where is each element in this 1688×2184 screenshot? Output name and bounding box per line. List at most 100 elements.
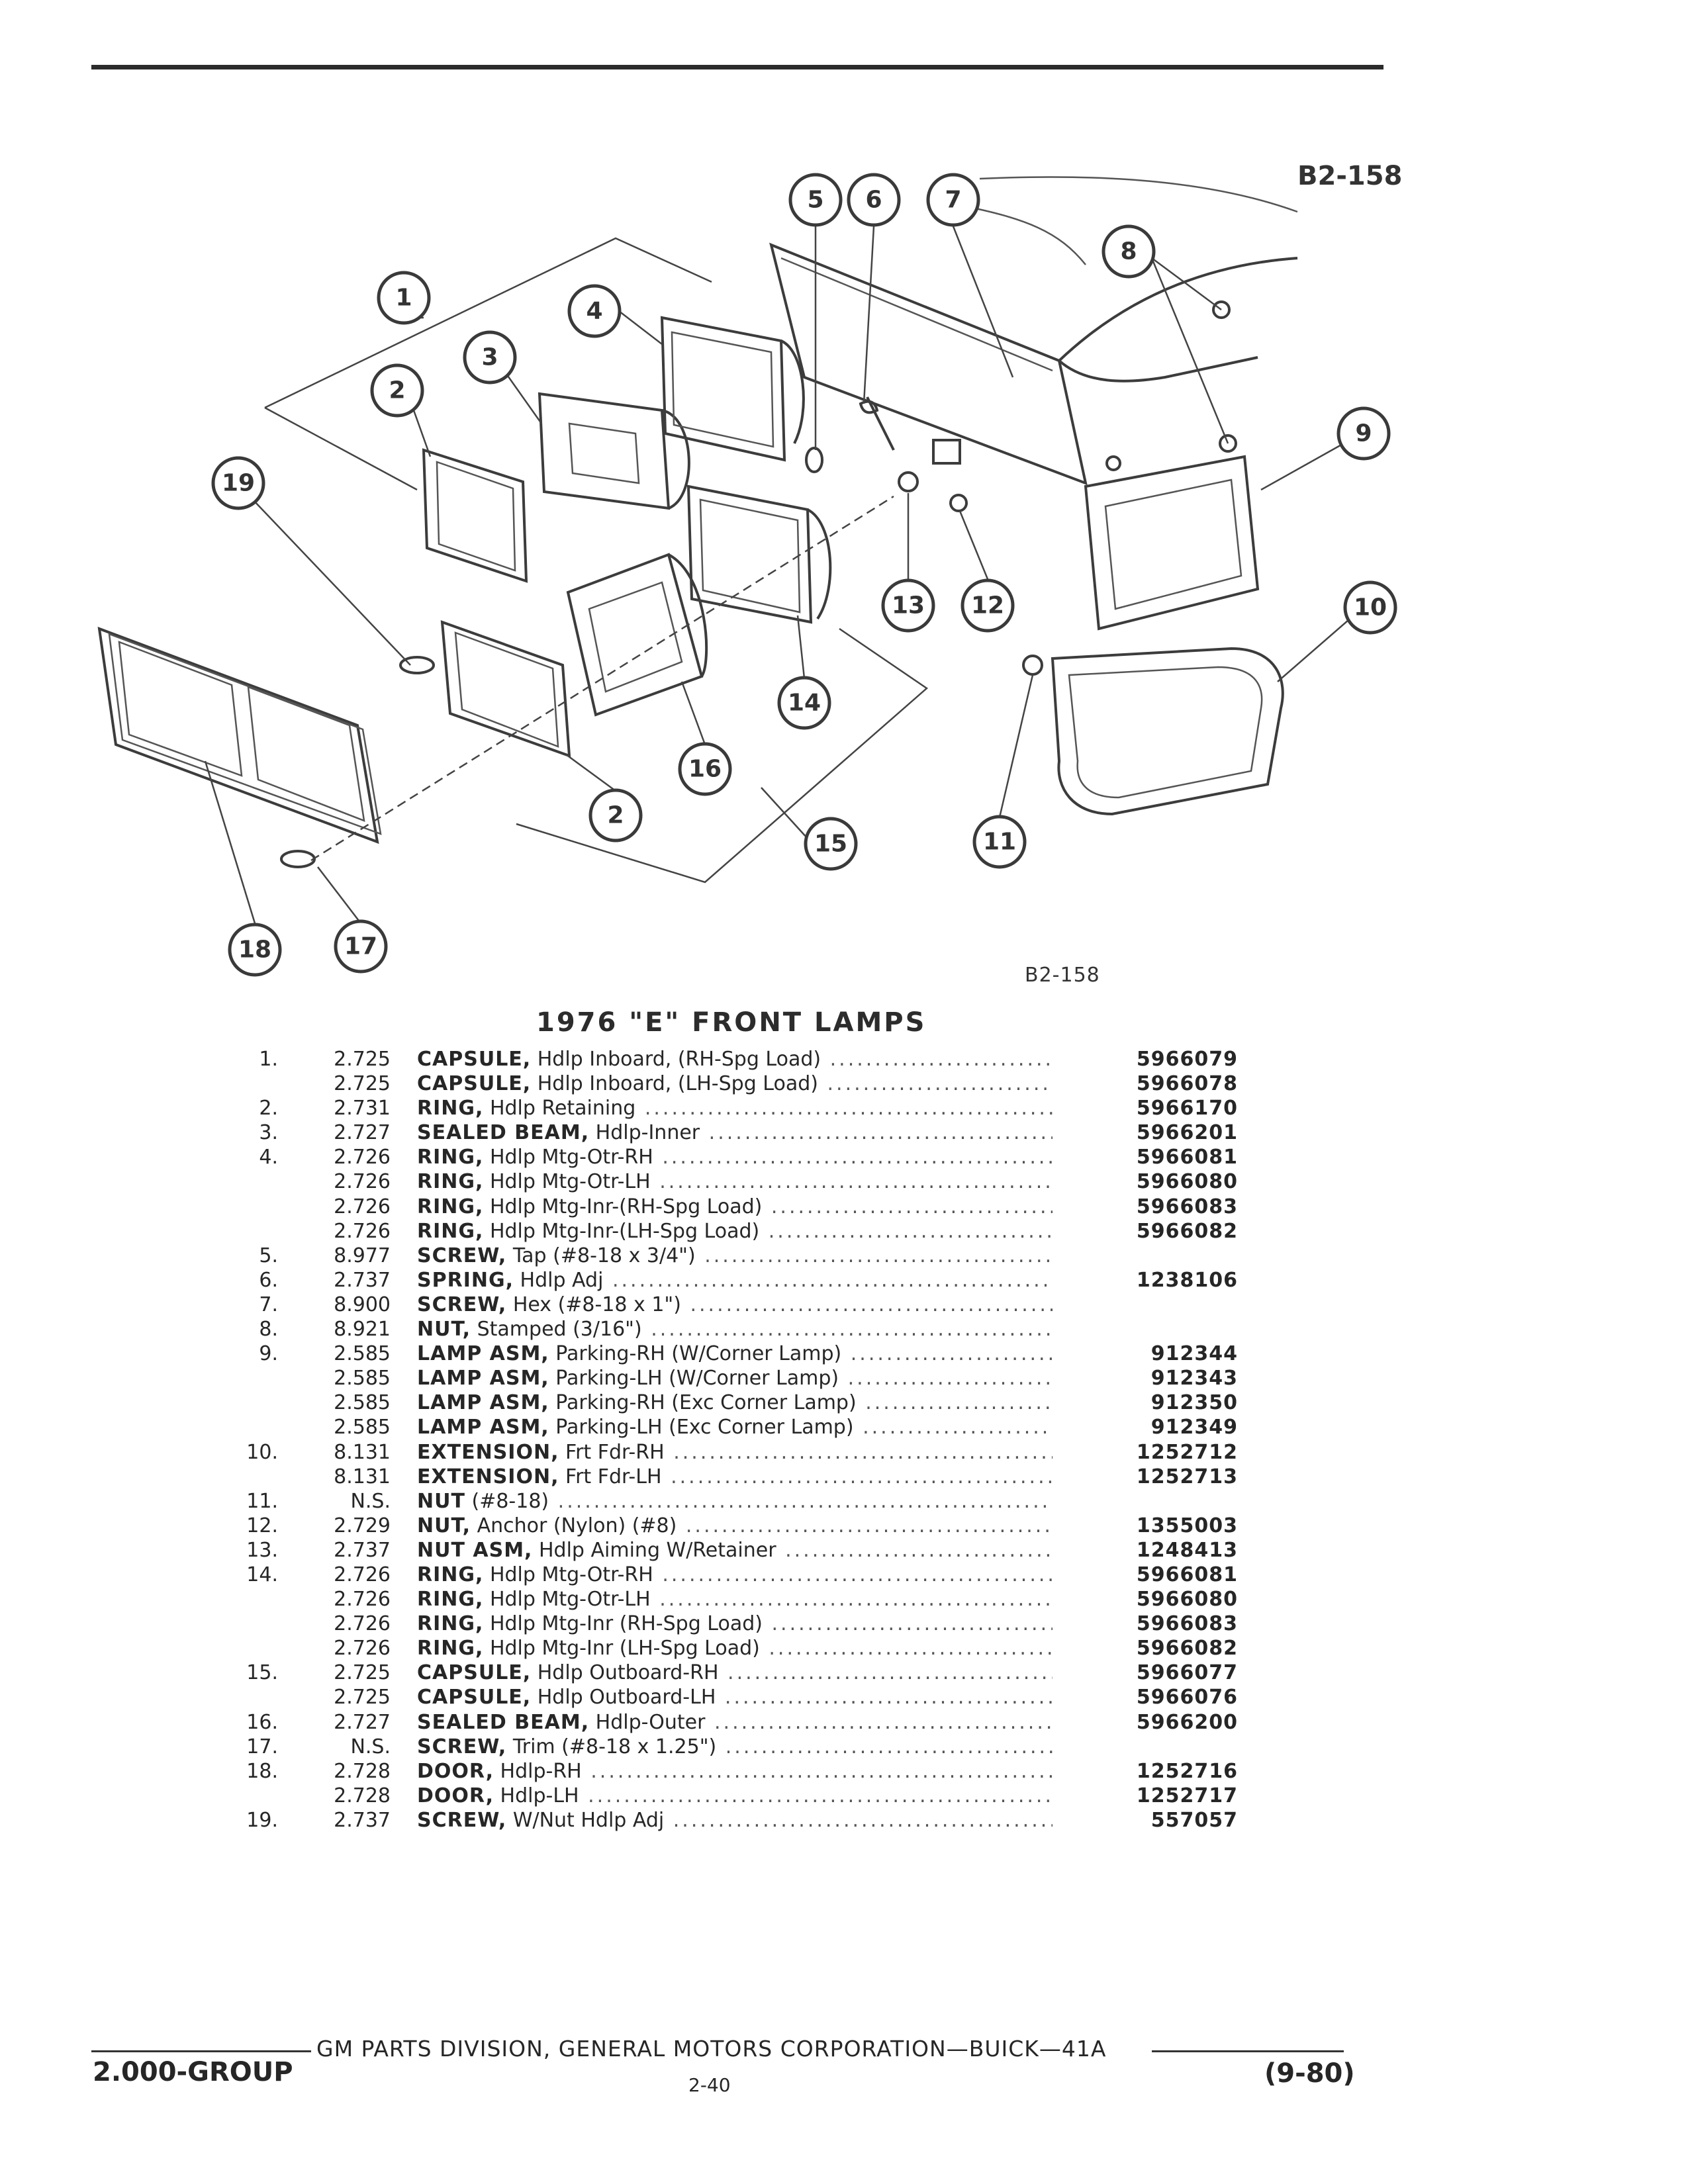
sealed-beam-outer-part: [566, 553, 708, 717]
part-detail: W/Nut Hdlp Adj: [512, 1808, 665, 1832]
part-number: 5966077: [1136, 1661, 1238, 1685]
callout-2-lower-label: 2: [607, 802, 624, 829]
part-name: CAPSULE,: [417, 1661, 532, 1685]
part-name: CAPSULE,: [417, 1048, 532, 1071]
part-number: 5966081: [1136, 1146, 1238, 1169]
part-number: 1252712: [1136, 1440, 1238, 1464]
part-detail: Parking-LH (W/Corner Lamp): [555, 1367, 839, 1390]
part-description: LAMP ASM, Parking-RH (Exc Corner Lamp) .…: [417, 1391, 1053, 1414]
item-number: 3.: [259, 1121, 278, 1145]
part-description: LAMP ASM, Parking-LH (Exc Corner Lamp) .…: [417, 1416, 1053, 1439]
mounting-ring-lower-part: [686, 484, 832, 624]
leader-dots: ........................................…: [659, 1588, 1053, 1612]
group-number: 2.737: [334, 1268, 391, 1292]
part-name: SCREW,: [417, 1293, 507, 1316]
callout-18: 18: [228, 923, 282, 977]
part-number: 5966079: [1136, 1048, 1238, 1071]
group-number: 2.726: [334, 1146, 391, 1169]
group-number: 2.727: [334, 1121, 391, 1145]
part-description: RING, Hdlp Mtg-Inr-(LH-Spg Load) .......…: [417, 1220, 1053, 1243]
callout-12-label: 12: [971, 592, 1004, 619]
callout-16: 16: [678, 742, 732, 796]
callout-2-lower: 2: [588, 788, 643, 842]
leader-dots: ........................................…: [549, 1489, 1053, 1513]
part-description: DOOR, Hdlp-LH ..........................…: [417, 1784, 1053, 1807]
part-detail: Hdlp-Inner: [595, 1121, 700, 1145]
callout-17-label: 17: [344, 933, 377, 960]
leader-dots: ........................................…: [847, 1367, 1053, 1390]
leader-dots: ........................................…: [659, 1170, 1053, 1194]
leader-dots: ........................................…: [714, 1710, 1053, 1734]
part-detail: Hdlp Mtg-Inr-(LH-Spg Load): [489, 1219, 760, 1243]
callout-3-label: 3: [481, 344, 498, 371]
part-number: 5966200: [1136, 1710, 1238, 1734]
part-detail: Hdlp Outboard-LH: [537, 1686, 716, 1709]
item-number: 1.: [259, 1048, 278, 1071]
group-number: 2.726: [334, 1637, 391, 1661]
callout-19: 19: [211, 456, 265, 510]
leader-dots: ........................................…: [771, 1612, 1053, 1636]
part-number: 5966081: [1136, 1563, 1238, 1586]
part-description: RING, Hdlp Mtg-Otr-LH ..................…: [417, 1588, 1053, 1611]
bracket-lower: [516, 627, 929, 884]
part-name: LAMP ASM,: [417, 1416, 549, 1439]
part-description: RING, Hdlp Mtg-Otr-LH ..................…: [417, 1170, 1053, 1193]
callout-5-label: 5: [807, 187, 823, 214]
group-number: 2.731: [334, 1097, 391, 1120]
part-detail: Hdlp Mtg-Inr (RH-Spg Load): [489, 1612, 763, 1636]
headlamp-housing-part: [769, 176, 1298, 486]
part-number: 912343: [1150, 1367, 1238, 1390]
part-description: CAPSULE, Hdlp Inboard, (LH-Spg Load) ...…: [417, 1072, 1053, 1095]
group-number: 8.900: [334, 1293, 391, 1316]
part-detail: Hdlp Mtg-Otr-RH: [489, 1563, 653, 1586]
part-description: SEALED BEAM, Hdlp-Outer ................…: [417, 1711, 1053, 1734]
part-description: LAMP ASM, Parking-LH (W/Corner Lamp) ...…: [417, 1367, 1053, 1390]
item-number: 18.: [246, 1759, 278, 1783]
part-name: LAMP ASM,: [417, 1367, 549, 1390]
part-description: CAPSULE, Hdlp Inboard, (RH-Spg Load) ...…: [417, 1048, 1053, 1071]
part-detail: (#8-18): [471, 1489, 549, 1513]
callout-10: 10: [1343, 580, 1397, 635]
leader-dots: ........................................…: [673, 1440, 1053, 1464]
item-number: 13.: [246, 1538, 278, 1562]
leader-dots: ........................................…: [662, 1146, 1053, 1169]
footer-rule-left: [91, 2050, 311, 2052]
part-name: SEALED BEAM,: [417, 1121, 590, 1145]
callout-17: 17: [334, 919, 388, 974]
part-description: RING, Hdlp Mtg-Inr-(RH-Spg Load) .......…: [417, 1195, 1053, 1218]
part-number: 1252717: [1136, 1784, 1238, 1807]
callout-3: 3: [463, 330, 517, 385]
parts-list-row: 2.585 LAMP ASM, Parking-LH (Exc Corner La…: [218, 1416, 1278, 1440]
item-number: 2.: [259, 1097, 278, 1120]
part-description: NUT (#8-18) ............................…: [417, 1490, 1053, 1513]
part-detail: Trim (#8-18 x 1.25"): [512, 1735, 717, 1758]
group-number: 2.585: [334, 1416, 391, 1439]
part-description: SEALED BEAM, Hdlp-Inner ................…: [417, 1121, 1053, 1144]
parts-list-row: 3. 2.727 SEALED BEAM, Hdlp-Inner .........…: [218, 1121, 1278, 1146]
item-number: 6.: [259, 1268, 278, 1292]
part-detail: Hdlp Mtg-Inr-(RH-Spg Load): [489, 1195, 763, 1218]
part-number: 912350: [1150, 1391, 1238, 1415]
leader-dots: ........................................…: [827, 1072, 1053, 1096]
part-description: SCREW, W/Nut Hdlp Adj ..................…: [417, 1809, 1053, 1832]
leader-dots: ........................................…: [651, 1318, 1053, 1342]
part-detail: Stamped (3/16"): [477, 1318, 642, 1342]
group-number: 8.977: [334, 1244, 391, 1267]
item-number: 17.: [246, 1735, 278, 1758]
callout-2-upper: 2: [370, 363, 424, 418]
group-number: 2.726: [334, 1612, 391, 1636]
leader-dots: ........................................…: [829, 1048, 1053, 1071]
